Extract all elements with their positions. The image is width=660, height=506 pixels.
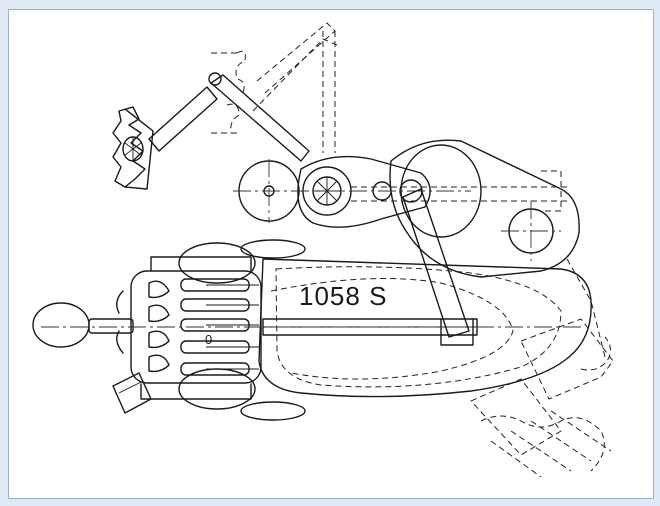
armrests [112, 239, 306, 421]
backrest-slats [116, 256, 262, 400]
marker-label: 0 [205, 332, 212, 347]
support-arm [402, 188, 470, 338]
instrument-tray [112, 106, 154, 190]
alternate-position-bottom [470, 258, 614, 478]
dental-unit-plan-view: 1058 S 0 [32, 22, 614, 478]
chair-body [258, 258, 592, 398]
delivery-arm-housing [233, 155, 471, 228]
technical-drawing: 1058 S 0 [8, 9, 654, 499]
cuspidor-unit [331, 139, 580, 278]
headrest [32, 302, 134, 348]
alternate-position-top [211, 22, 338, 153]
instrument-arm [148, 72, 310, 162]
model-label: 1058 S [299, 281, 387, 311]
